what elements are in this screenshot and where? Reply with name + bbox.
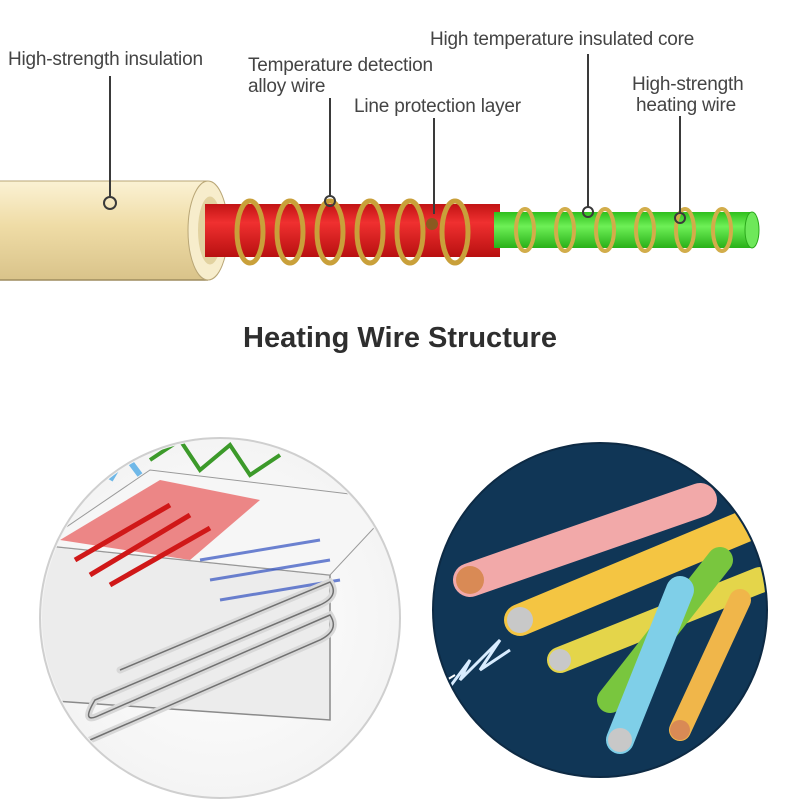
insulated-core xyxy=(494,211,760,249)
floor-heating-illustration xyxy=(39,437,401,799)
insulation-leader xyxy=(109,76,111,198)
core-marker xyxy=(582,206,594,218)
wires-spark-illustration xyxy=(432,442,768,778)
temp-detect-leader xyxy=(329,98,331,196)
label-line-protection: Line protection layer xyxy=(354,96,521,117)
label-core: High temperature insulated core xyxy=(430,29,695,50)
diagram-title: Heating Wire Structure xyxy=(243,322,557,354)
heating-marker xyxy=(674,212,686,224)
label-temp-detection-line1: Temperature detection xyxy=(248,55,433,76)
core-leader xyxy=(587,54,589,207)
protection-leader xyxy=(433,118,435,214)
label-heating-line2: heating wire xyxy=(636,95,737,116)
protection-layer xyxy=(205,204,500,257)
temp-detect-marker xyxy=(324,195,336,207)
label-insulation: High-strength insulation xyxy=(8,49,203,70)
heating-wire-coil xyxy=(514,207,733,253)
heating-leader xyxy=(679,116,681,213)
label-heating-line1: High-strength xyxy=(632,74,744,95)
temperature-alloy-coil xyxy=(234,198,471,266)
outer-sheath xyxy=(0,180,229,281)
label-temp-detection-line2: alloy wire xyxy=(248,76,326,97)
